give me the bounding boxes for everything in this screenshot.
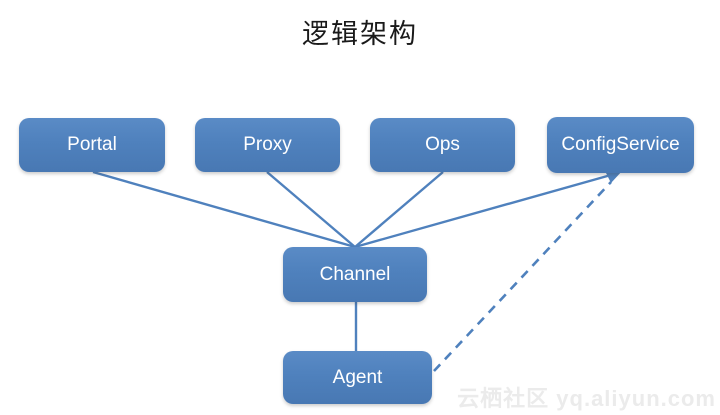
node-portal: Portal [19,118,165,172]
node-ops-label: Ops [425,134,460,155]
node-configservice-label: ConfigService [561,134,680,155]
edge-agent-configservice-dashed [433,181,612,372]
node-configservice: ConfigService [547,117,694,173]
arrowhead-configservice [605,170,623,183]
node-portal-label: Portal [67,134,117,155]
edge-channel-configservice [354,171,619,249]
node-proxy-label: Proxy [243,134,292,155]
node-channel-label: Channel [319,263,391,285]
node-channel: Channel [283,247,427,302]
watermark: 云栖社区 yq.aliyun.com [457,386,716,411]
node-agent: Agent [283,351,432,404]
node-agent-label: Agent [332,366,383,388]
edge-proxy-channel [266,171,356,248]
node-ops: Ops [370,118,515,172]
diagram-title: 逻辑架构 [302,19,418,49]
node-proxy: Proxy [195,118,340,172]
edge-portal-channel [92,170,356,249]
edge-ops-channel [354,171,444,248]
